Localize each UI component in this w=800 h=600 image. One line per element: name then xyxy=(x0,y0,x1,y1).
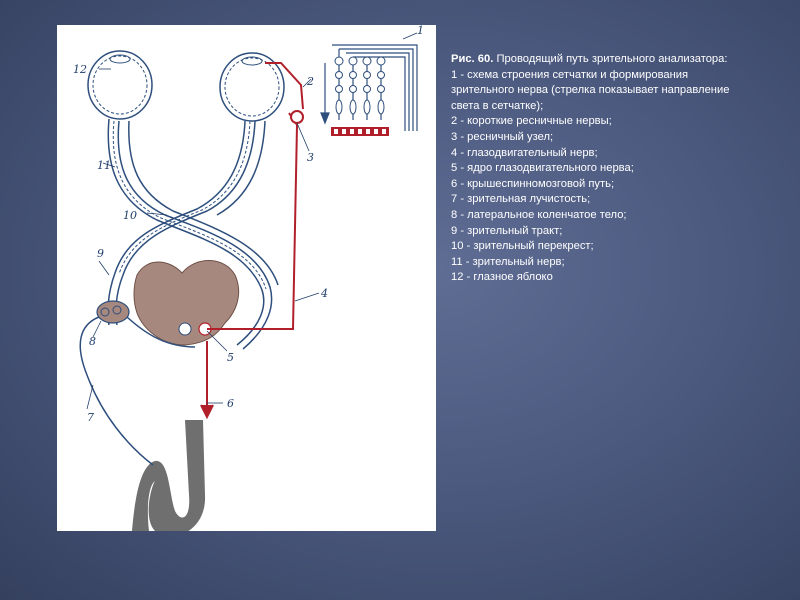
brainstem xyxy=(133,260,240,346)
figure-caption: Рис. 60. Проводящий путь зрительного ана… xyxy=(451,52,751,286)
callout-2: 2 xyxy=(306,75,314,88)
callout-numbers: 1 2 3 4 5 6 7 8 9 10 11 12 xyxy=(73,25,424,424)
retina-schematic xyxy=(320,44,418,136)
legend-item: 4 - глазодвигательный нерв; xyxy=(451,146,598,159)
callout-11: 11 xyxy=(97,159,111,172)
visual-pathway-diagram: 1 2 3 4 5 6 7 8 9 10 11 12 xyxy=(73,25,424,531)
legend-item: 9 - зрительный тракт; xyxy=(451,224,563,237)
leader-lines xyxy=(86,32,418,410)
optic-dashed xyxy=(112,120,267,290)
figure-label: Рис. 60. xyxy=(451,53,494,65)
legend-item: 1 - схема строения сетчатки и формирован… xyxy=(451,68,730,112)
right-eyeball xyxy=(219,52,285,122)
legend-item: 3 - ресничный узел; xyxy=(451,130,554,143)
optic-nerves xyxy=(107,118,279,350)
caption-title: Рис. 60. Проводящий путь зрительного ана… xyxy=(451,52,751,68)
lateral-geniculate-body xyxy=(96,300,130,324)
legend-item: 6 - крышеспинномозговой путь; xyxy=(451,177,615,190)
occipital-cortex xyxy=(132,420,206,531)
left-eyeball xyxy=(87,50,153,120)
legend-item: 7 - зрительная лучистость; xyxy=(451,193,591,206)
light-arrow xyxy=(320,63,330,125)
legend-item: 8 - латеральное коленчатое тело; xyxy=(451,208,627,221)
callout-12: 12 xyxy=(73,63,87,76)
callout-9: 9 xyxy=(97,247,104,260)
callout-1: 1 xyxy=(417,25,424,37)
callout-6: 6 xyxy=(227,397,234,410)
legend-item: 11 - зрительный нерв; xyxy=(451,255,565,268)
callout-5: 5 xyxy=(227,351,234,364)
figure-panel: 1 2 3 4 5 6 7 8 9 10 11 12 xyxy=(57,25,436,531)
oculomotor-pathway xyxy=(207,62,304,330)
callout-3: 3 xyxy=(307,151,314,164)
legend-item: 2 - короткие ресничные нервы; xyxy=(451,115,612,128)
tectospinal-path xyxy=(200,341,214,420)
callout-7: 7 xyxy=(87,411,94,424)
callout-8: 8 xyxy=(89,335,96,348)
legend-item: 12 - глазное яблоко xyxy=(451,271,553,284)
legend-item: 5 - ядро глазодвигательного нерва; xyxy=(451,162,634,175)
callout-10: 10 xyxy=(123,209,137,222)
callout-4: 4 xyxy=(320,287,328,300)
legend-item: 10 - зрительный перекрест; xyxy=(451,240,594,253)
legend-list: 1 - схема строения сетчатки и формирован… xyxy=(451,68,751,286)
figure-title: Проводящий путь зрительного анализатора: xyxy=(496,53,728,65)
pigment-layer xyxy=(331,127,389,136)
optic-tract xyxy=(126,316,196,348)
optic-radiation xyxy=(79,316,154,466)
